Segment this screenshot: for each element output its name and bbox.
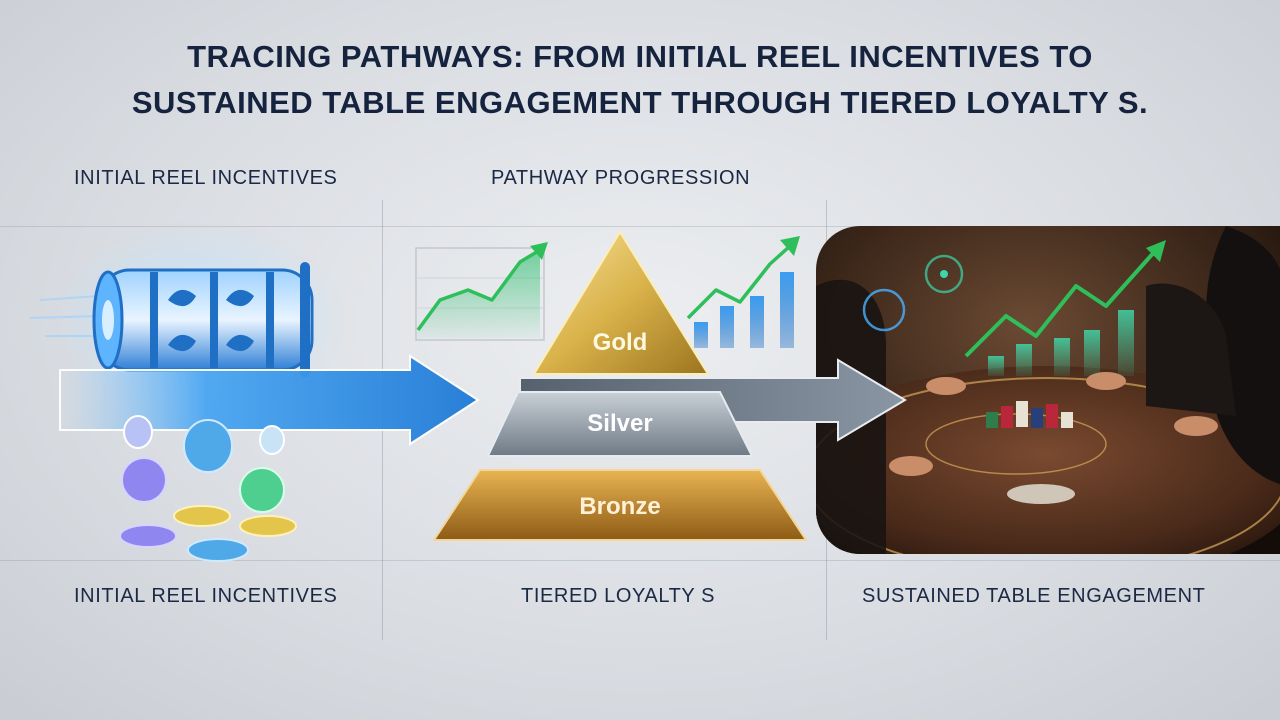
tier-label-silver: Silver	[587, 410, 652, 437]
title-line-2: SUSTAINED TABLE ENGAGEMENT THROUGH TIERE…	[131, 85, 1149, 120]
label-initial-reel-top: INITIAL REEL INCENTIVES	[74, 167, 338, 189]
casino-table-photo	[816, 226, 1280, 554]
growth-area-chart-icon	[415, 242, 548, 341]
casino-chips-icon	[119, 415, 297, 562]
title-line-1: TRACING PATHWAYS: FROM INITIAL REEL INCE…	[187, 39, 1093, 74]
chip-stacks	[986, 401, 1073, 428]
blue-pathway-arrow	[59, 354, 480, 446]
speed-lines	[29, 295, 101, 337]
slot-reel-icon	[92, 262, 314, 378]
tier-label-gold: Gold	[593, 329, 648, 356]
tier-label-bronze: Bronze	[579, 493, 660, 520]
grid-line-bottom	[0, 560, 1280, 561]
hud-gauge-icon	[862, 254, 964, 332]
label-tiered-loyalty: TIERED LOYALTY S	[521, 585, 716, 607]
tier-bronze	[432, 469, 808, 541]
label-pathway-progression: PATHWAY PROGRESSION	[491, 167, 751, 189]
page-title: TRACING PATHWAYS: FROM INITIAL REEL INCE…	[0, 34, 1280, 126]
tier-gold	[532, 230, 710, 375]
growth-bar-chart-icon	[686, 236, 800, 348]
loyalty-pyramid	[432, 230, 808, 541]
label-sustained-table: SUSTAINED TABLE ENGAGEMENT	[862, 585, 1206, 607]
label-initial-reel-bottom: INITIAL REEL INCENTIVES	[74, 585, 338, 607]
table-growth-chart-icon	[964, 240, 1166, 376]
tier-silver	[486, 391, 754, 457]
grid-line-top	[0, 226, 1280, 227]
